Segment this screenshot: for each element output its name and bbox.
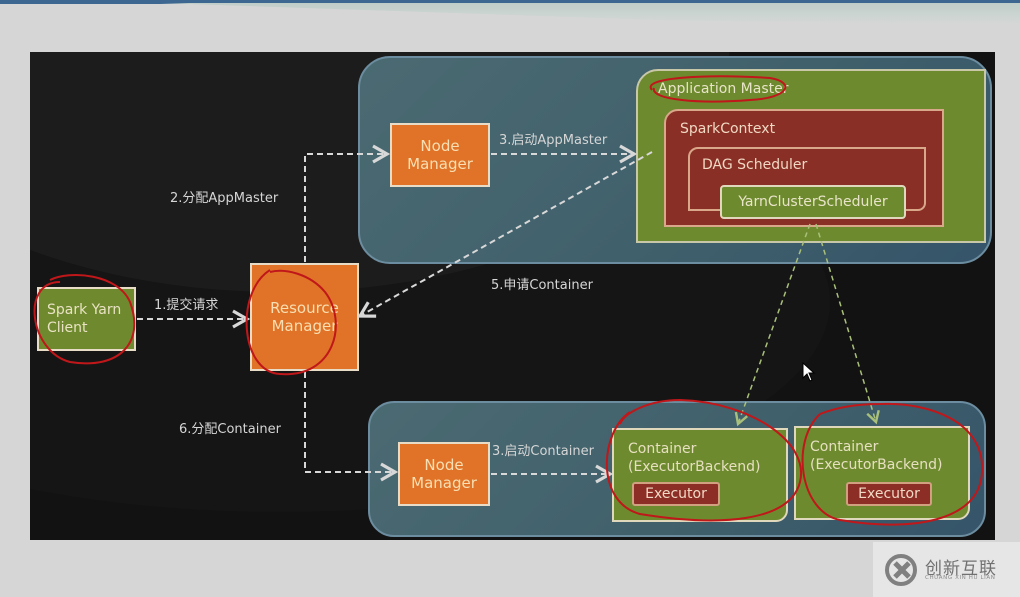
- container-label: Container (ExecutorBackend): [810, 439, 943, 473]
- container-node-1: Container (ExecutorBackend) Executor: [612, 428, 788, 522]
- executor-node: Executor: [632, 482, 720, 506]
- edge-label-step3b: 3.启动Container: [492, 444, 594, 459]
- brand-logo-icon: [885, 554, 917, 586]
- watermark: 创新互联 CHUANG XIN HU LIAN: [873, 542, 1020, 597]
- yarn-cluster-scheduler-node: YarnClusterScheduler: [720, 185, 906, 219]
- container-node-2: Container (ExecutorBackend) Executor: [794, 426, 970, 520]
- diagram-slide: Spark Yarn Client Resource Manager Node …: [30, 52, 995, 540]
- application-master-node: Application Master SparkContext DAG Sche…: [636, 69, 986, 243]
- executor-node: Executor: [846, 482, 932, 506]
- dag-scheduler-label: DAG Scheduler: [702, 157, 808, 173]
- edge-label-step2: 2.分配AppMaster: [170, 191, 279, 206]
- watermark-text-en: CHUANG XIN HU LIAN: [925, 575, 996, 581]
- spark-context-label: SparkContext: [680, 121, 776, 137]
- spark-yarn-client-node: Spark Yarn Client: [37, 287, 136, 351]
- node-manager-bottom-node: Node Manager: [398, 442, 490, 506]
- resource-manager-node: Resource Manager: [250, 263, 359, 371]
- header-decoration: [160, 3, 1020, 25]
- edge-label-step3a: 3.启动AppMaster: [499, 133, 608, 148]
- top-border: [0, 0, 1020, 4]
- watermark-text-cn: 创新互联: [925, 559, 997, 579]
- spark-context-node: SparkContext DAG Scheduler YarnClusterSc…: [664, 109, 944, 227]
- container-label: Container (ExecutorBackend): [628, 441, 761, 475]
- edge-label-step5: 5.申请Container: [491, 278, 593, 293]
- edge-label-step6: 6.分配Container: [179, 422, 281, 437]
- edge-label-step1: 1.提交请求: [154, 298, 219, 313]
- application-master-label: Application Master: [658, 81, 789, 97]
- node-manager-top-node: Node Manager: [390, 123, 490, 187]
- mouse-cursor-icon: [802, 362, 816, 382]
